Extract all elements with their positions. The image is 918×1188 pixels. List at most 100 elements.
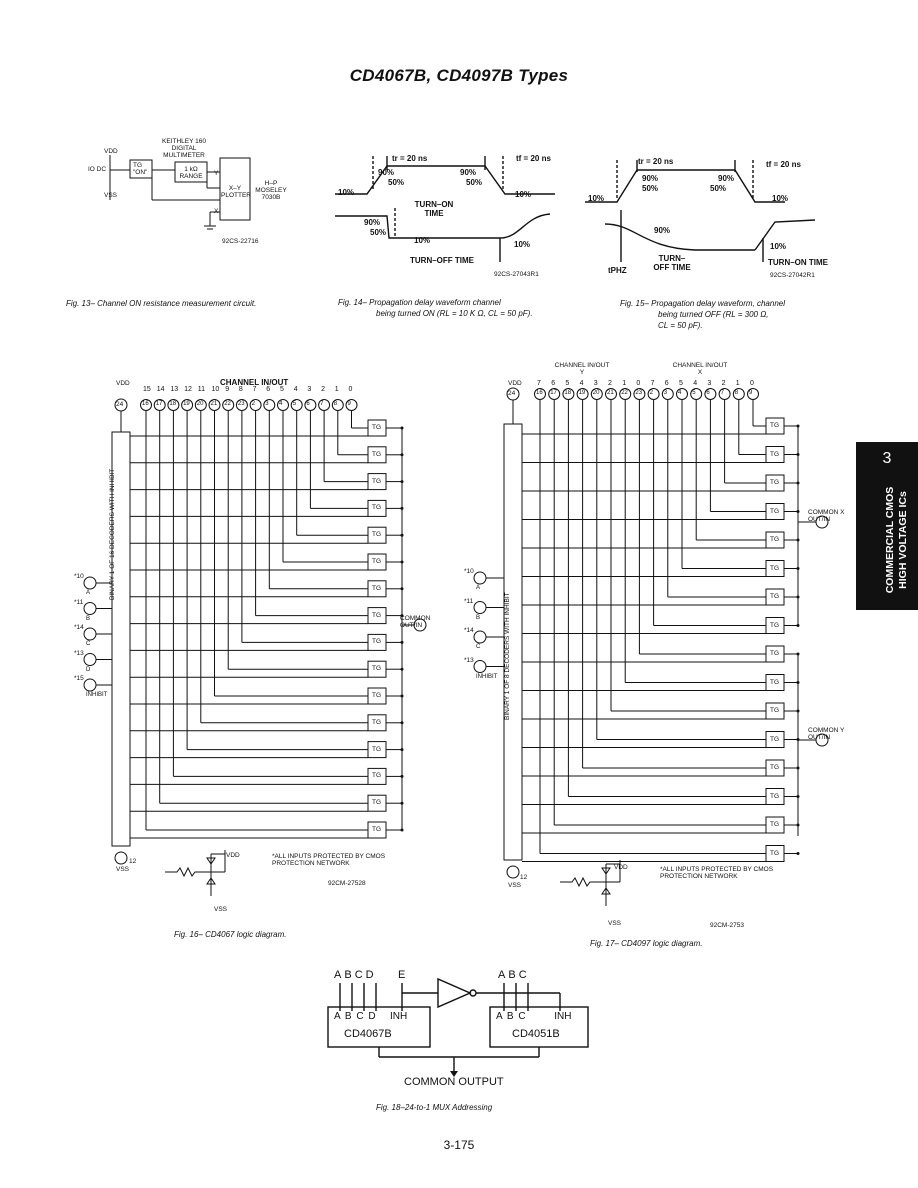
fig16-vdd: VDD [116, 380, 130, 387]
fig14-caption-2: being turned ON (RL = 10 K Ω, CL = 50 pF… [376, 309, 533, 318]
fig17-vss2: VSS [608, 920, 622, 927]
fig16-pin-num-15: 9 [347, 401, 351, 407]
fig17-tg-label-7: TG [770, 621, 780, 629]
fig15-code: 92CS-27042R1 [770, 272, 815, 279]
fig13-plotter: X–Y PLOTTER [221, 185, 251, 199]
fig17-tg-label-15: TG [770, 849, 780, 857]
fig18-in-d: D [365, 969, 377, 981]
fig16-common: COMMON OUT/IN [400, 615, 431, 629]
fig16-pin-num-4: 20 [196, 401, 204, 407]
fig17-note: *ALL INPUTS PROTECTED BY CMOS PROTECTION… [660, 866, 774, 880]
fig17-pin-num-12: 6 [706, 390, 710, 396]
fig16-pin-14 [331, 399, 344, 411]
fig16-common-pin [413, 618, 427, 632]
fig16-channel-10: 5 [280, 386, 284, 393]
fig16-vdd-pin-num: 24 [116, 401, 124, 408]
fig16-tg-label-8: TG [372, 638, 382, 646]
fig17-tg-label-6: TG [770, 593, 780, 600]
fig16-tg-label-14: TG [372, 799, 382, 807]
fig17-pin-3 [576, 388, 589, 400]
fig17-input-pin-0: *10 [464, 568, 474, 575]
fig16-vss2: VSS [214, 906, 228, 913]
fig16-code: 92CM-27528 [328, 880, 366, 887]
fig16-pin-num-9: 3 [265, 401, 269, 407]
fig17-vdd: VDD [508, 380, 522, 387]
fig17-channel-12: 3 [707, 380, 712, 387]
fig15-p10b: 10% [772, 194, 789, 203]
fig13-caption: Fig. 13– Channel ON resistance measureme… [66, 299, 257, 308]
fig13-tg: TG "ON" [133, 162, 148, 176]
fig16-vss: VSS [116, 866, 130, 873]
fig16-tg-label-3: TG [372, 504, 382, 512]
fig16-pin-num-13: 7 [320, 401, 324, 407]
fig13-y: Y [214, 170, 219, 177]
fig17-pin-10 [676, 388, 688, 400]
fig17-pin-1 [548, 388, 561, 400]
fig16-channel-15: 0 [348, 386, 353, 393]
fig16-channel-0: 15 [143, 386, 151, 393]
fig16-pin-num-7: 23 [237, 401, 245, 407]
fig15-p10c: 10% [770, 242, 787, 251]
fig17-pin-num-10: 4 [678, 390, 682, 396]
fig17-pin-num-3: 19 [578, 390, 586, 396]
fig17-pin-0 [534, 388, 546, 400]
fig17-tg-label-3: TG [770, 507, 780, 515]
fig17-vss-pin: 12 [520, 874, 528, 881]
fig16-channel-14: 1 [334, 386, 339, 393]
fig17-channel-3: 4 [579, 380, 584, 387]
fig15-p90c: 90% [654, 226, 671, 235]
fig15-turn-off: TURN–OFF TIME [653, 254, 691, 272]
fig13-vdd: VDD [104, 148, 118, 155]
fig14-code: 92CS-27043R1 [494, 271, 539, 278]
fig16-pin-13 [318, 399, 331, 411]
fig17-channel-0: 7 [537, 380, 541, 387]
fig16-pin-num-2: 18 [169, 401, 177, 407]
fig16-pin-0 [140, 399, 152, 411]
fig16-input-pin-2: *14 [74, 624, 84, 631]
fig14-p50c: 50% [370, 228, 387, 237]
fig17-channel-9: 6 [664, 380, 669, 387]
fig16-pin-10 [277, 399, 289, 411]
fig17-input-3 [473, 660, 487, 673]
fig14-p10d: 10% [514, 240, 531, 249]
fig17-channel-14: 1 [735, 380, 740, 387]
fig17-pin-4 [590, 388, 603, 400]
fig17-common-pin [815, 515, 829, 529]
fig18-in-b: B [344, 969, 355, 981]
fig17-common-x: COMMON X OUT/IN [808, 509, 845, 523]
fig17-channel-1: 6 [551, 380, 556, 387]
fig16-pin-num-0: 16 [142, 401, 149, 407]
fig16-tg-label-11: TG [372, 718, 382, 726]
fig16-pin-6 [222, 399, 235, 411]
fig17-pin-13 [718, 388, 731, 400]
fig15-p50a: 50% [642, 184, 659, 193]
fig16-pin-num-1: 17 [155, 401, 163, 407]
fig17-pin-num-11: 5 [692, 390, 696, 396]
fig16-tg-label-5: TG [372, 558, 382, 565]
fig17-input-0 [473, 571, 487, 585]
fig17-pin-num-0: 16 [536, 390, 543, 396]
fig14-p10a: 10% [338, 188, 355, 197]
fig13-vss: VSS [104, 192, 118, 199]
fig15-turn-on: TURN–ON TIME [768, 258, 828, 267]
fig17-pin-6 [619, 388, 632, 400]
fig17-pin-7 [633, 388, 646, 400]
fig16-tg-label-1: TG [372, 450, 382, 458]
fig13-plotter-model: H–P MOSELEY 7030B [255, 180, 287, 201]
fig16-channel-11: 4 [293, 386, 298, 393]
fig13-range: 1 kΩ RANGE [179, 166, 203, 180]
fig16-channel-12: 3 [307, 386, 312, 393]
fig14-p50a: 50% [388, 178, 405, 187]
fig17-decoder-label: BINARY 1 OF 8 DECODERS WITH INHIBIT [504, 592, 511, 720]
fig17-channel-8: 7 [650, 380, 655, 387]
fig17-pin-num-9: 3 [663, 390, 668, 396]
page-number: 3-175 [443, 1138, 475, 1152]
fig16-tg-label-0: TG [372, 424, 382, 431]
fig15-tr: tr = 20 ns [638, 157, 674, 166]
fig17-pin-12 [704, 388, 717, 400]
fig17-channel-13: 2 [721, 380, 726, 387]
fig18-in-a: A [334, 969, 345, 981]
